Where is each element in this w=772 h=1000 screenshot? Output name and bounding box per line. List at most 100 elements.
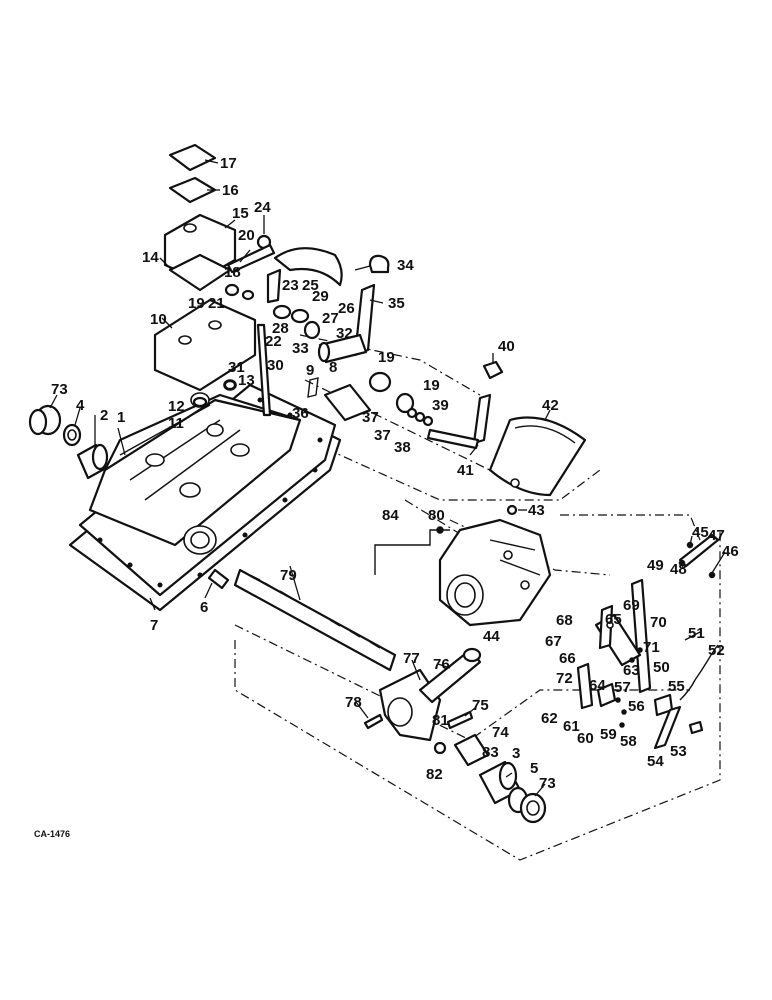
callout-13: 13 <box>238 372 255 389</box>
callout-22: 22 <box>265 333 282 350</box>
callout-36: 36 <box>292 405 309 422</box>
callout-41: 41 <box>457 462 474 479</box>
pin-80 <box>436 526 444 534</box>
shaft-79 <box>233 568 397 672</box>
callout-labels: 1 2 3 4 5 6 7 8 9 10 11 12 13 14 15 16 1… <box>51 155 739 792</box>
pump-body-44 <box>438 518 552 627</box>
ring-11 <box>192 396 208 408</box>
callout-57: 57 <box>614 679 631 696</box>
callout-66: 66 <box>559 650 576 667</box>
callout-3: 3 <box>512 745 520 762</box>
callout-31: 31 <box>228 359 245 376</box>
leader-lines <box>49 159 726 797</box>
callout-73-left: 73 <box>51 381 68 398</box>
callout-25: 25 <box>302 277 319 294</box>
callout-77: 77 <box>403 650 420 667</box>
callout-79: 79 <box>280 567 297 584</box>
drawing-code-label: CA-1476 <box>34 829 70 839</box>
callout-62: 62 <box>541 710 558 727</box>
callout-32: 32 <box>336 325 353 342</box>
callout-37-upper: 37 <box>362 409 379 426</box>
callout-26: 26 <box>338 300 355 317</box>
callout-5: 5 <box>530 760 538 777</box>
callout-67: 67 <box>545 633 562 650</box>
callout-46: 46 <box>722 543 739 560</box>
callout-54: 54 <box>647 753 664 770</box>
callout-65: 65 <box>605 611 622 628</box>
callout-19-mid: 19 <box>378 349 395 366</box>
callout-64: 64 <box>589 677 606 694</box>
callout-8: 8 <box>329 359 337 376</box>
callout-23: 23 <box>282 277 299 294</box>
callout-40: 40 <box>498 338 515 355</box>
pin-75 <box>446 710 474 730</box>
ring-13 <box>223 379 237 391</box>
callout-63: 63 <box>623 662 640 679</box>
pin-6 <box>207 568 230 590</box>
callout-6: 6 <box>200 599 208 616</box>
callout-11: 11 <box>168 415 184 432</box>
callout-24: 24 <box>254 199 271 216</box>
callout-20: 20 <box>238 227 255 244</box>
callout-15: 15 <box>232 205 249 222</box>
callout-52: 52 <box>708 642 725 659</box>
callout-69: 69 <box>623 597 640 614</box>
callout-81: 81 <box>432 712 449 729</box>
callout-38: 38 <box>394 439 411 456</box>
right-bearings <box>478 760 547 824</box>
callout-80: 80 <box>428 507 445 524</box>
lever-41 <box>426 393 492 450</box>
callout-43: 43 <box>528 502 545 519</box>
callout-60: 60 <box>577 730 594 747</box>
left-bearings <box>28 404 109 480</box>
nut-40 <box>482 360 504 380</box>
callout-14: 14 <box>142 249 159 266</box>
callout-76: 76 <box>433 656 450 673</box>
bracket-84 <box>374 529 450 575</box>
callout-28: 28 <box>272 320 289 337</box>
callout-82: 82 <box>426 766 443 783</box>
callout-17: 17 <box>220 155 237 172</box>
plate-74 <box>453 733 490 767</box>
callout-68: 68 <box>556 612 573 629</box>
callout-78: 78 <box>345 694 362 711</box>
callout-16: 16 <box>222 182 239 199</box>
small-hardware-upper <box>224 234 390 417</box>
lever-shaft-35 <box>317 283 376 364</box>
callout-12: 12 <box>168 398 185 415</box>
callout-18: 18 <box>224 264 241 281</box>
callout-4: 4 <box>76 397 85 414</box>
housing-cover-assembly <box>68 383 342 612</box>
callout-55: 55 <box>668 678 685 695</box>
valve-parts-37-39 <box>368 371 434 427</box>
callout-21: 21 <box>208 295 225 312</box>
quadrant-42 <box>488 416 587 497</box>
callout-74: 74 <box>492 724 509 741</box>
callout-50: 50 <box>653 659 670 676</box>
callout-1: 1 <box>117 409 125 426</box>
callout-19-lower: 19 <box>423 377 440 394</box>
callout-42: 42 <box>542 397 559 414</box>
callout-73-right: 73 <box>539 775 556 792</box>
callout-72: 72 <box>556 670 573 687</box>
nut-82 <box>433 741 447 755</box>
callout-19-upper: 19 <box>188 295 205 312</box>
callout-45: 45 <box>692 524 709 541</box>
callout-29: 29 <box>312 288 329 305</box>
callout-30: 30 <box>267 357 284 374</box>
gasket-9 <box>307 377 319 398</box>
callout-33: 33 <box>292 340 309 357</box>
callout-83: 83 <box>482 744 499 761</box>
callout-56: 56 <box>628 698 645 715</box>
callout-44: 44 <box>483 628 500 645</box>
callout-35: 35 <box>388 295 405 312</box>
bolt-78 <box>363 713 384 730</box>
callout-34: 34 <box>397 257 414 274</box>
lift-arm-77 <box>378 647 482 742</box>
linkage-right <box>576 533 720 750</box>
callout-39: 39 <box>432 397 449 414</box>
callout-48: 48 <box>670 561 687 578</box>
callout-47: 47 <box>708 527 725 544</box>
callout-59: 59 <box>600 726 617 743</box>
